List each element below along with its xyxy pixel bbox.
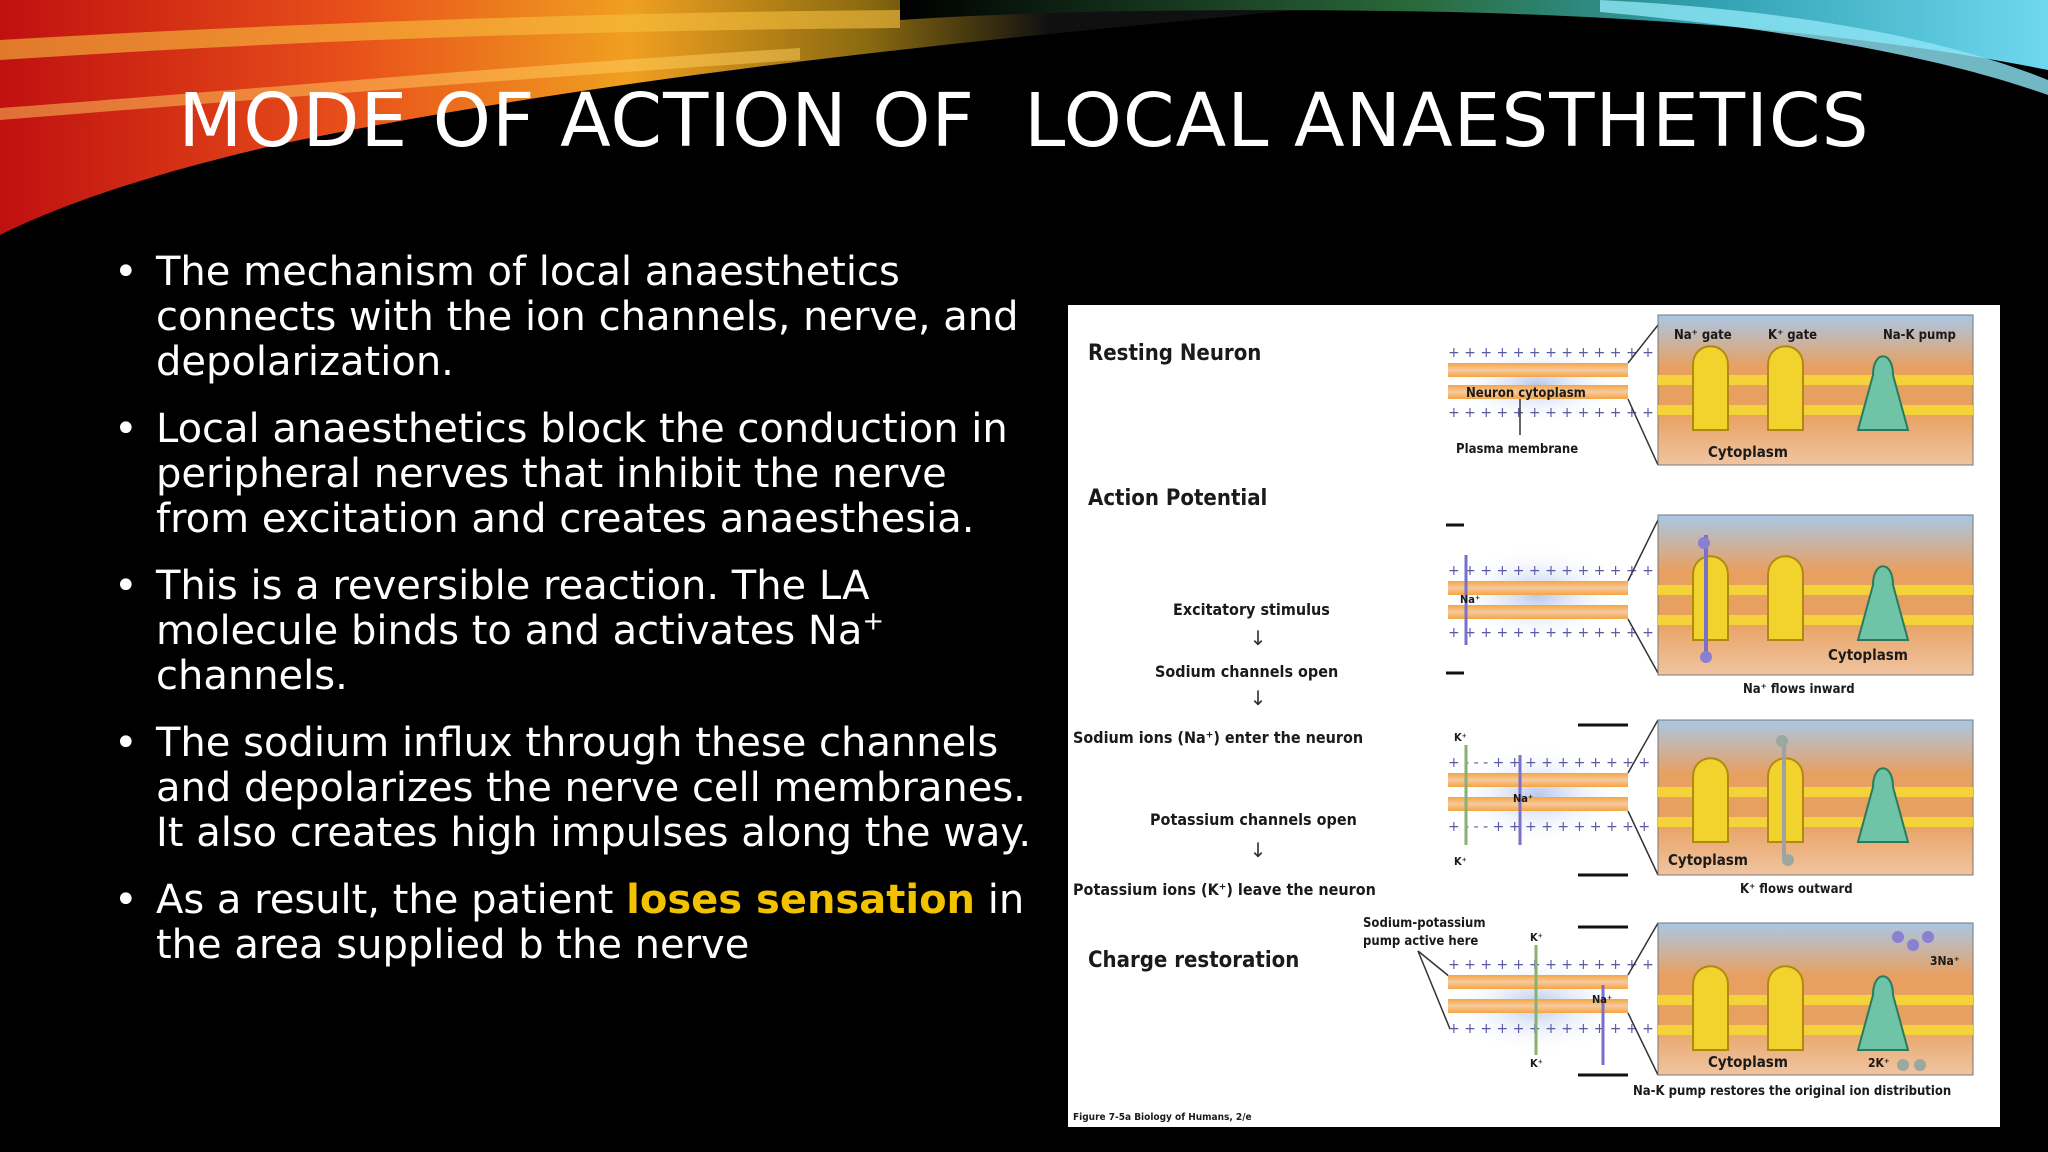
sodium-channels-open-label: Sodium channels open — [1155, 662, 1338, 681]
na-ion-label: Na⁺ — [1592, 993, 1612, 1006]
bullet-dot: • — [114, 249, 138, 295]
down-arrow-icon: ↓ — [1250, 838, 1267, 862]
bullet-item: • As a result, the patient loses sensati… — [110, 878, 1040, 968]
svg-text:+ + + + + + + + + + + + + +: + + + + + + + + + + + + + + — [1448, 957, 1670, 973]
svg-text:+ - - - + + + + + + + + + +: + - - - + + + + + + + + + + — [1448, 755, 1650, 771]
na-flows-inward-label: Na⁺ flows inward — [1743, 682, 1855, 697]
resting-neuron-label: Resting Neuron — [1088, 341, 1261, 366]
k-ion-label: K⁺ — [1454, 855, 1467, 868]
bullet-text: Local anaesthetics block the conduction … — [156, 406, 1008, 542]
k-flows-outward-label: K⁺ flows outward — [1740, 882, 1853, 897]
potassium-ions-leave-label: Potassium ions (K⁺) leave the neuron — [1073, 880, 1376, 899]
slide-title: MODE OF ACTION OF LOCAL ANAESTHETICS — [178, 78, 1870, 164]
restoration-membrane-strip: + + + + + + + + + + + + + + + + + + + + … — [1417, 925, 1670, 1077]
k-ion-label: K⁺ — [1530, 1057, 1543, 1070]
svg-text:+ - - - + + + + + + + + + +: + - - - + + + + + + + + + + — [1448, 819, 1650, 835]
neuron-diagram: Resting Neuron + + + + + + + + + + + + +… — [1073, 314, 1974, 1123]
svg-text:+ + + + + + + + + + + + + +: + + + + + + + + + + + + + + — [1448, 345, 1670, 361]
pump-active-label-line2: pump active here — [1363, 934, 1478, 949]
down-arrow-icon: ↓ — [1250, 686, 1267, 710]
two-k-label: 2K⁺ — [1868, 1056, 1890, 1070]
neuron-diagram-figure: Resting Neuron + + + + + + + + + + + + +… — [1068, 305, 2000, 1127]
resting-membrane-strip: + + + + + + + + + + + + + + + + + + + + … — [1448, 345, 1670, 435]
three-na-label: 3Na⁺ — [1930, 954, 1960, 968]
bullet-dot: • — [114, 877, 138, 923]
bullet-item: • This is a reversible reaction. The LA … — [110, 564, 1040, 699]
k-gate-label: K⁺ gate — [1768, 328, 1817, 343]
bullet-text: The mechanism of local anaesthetics conn… — [156, 249, 1019, 385]
neuron-cytoplasm-label: Neuron cytoplasm — [1466, 386, 1586, 401]
bullet-list: • The mechanism of local anaesthetics co… — [110, 250, 1040, 990]
bullet-text: As a result, the patient — [156, 877, 627, 923]
pump-active-label-line1: Sodium-potassium — [1363, 916, 1486, 931]
restoration-channel-box — [1657, 922, 1974, 1076]
bullet-item: • The sodium influx through these channe… — [110, 721, 1040, 856]
highlighted-text: loses sensation — [626, 877, 976, 923]
na-ion-label: Na⁺ — [1513, 792, 1533, 805]
bullet-dot: • — [114, 406, 138, 452]
figure-caption: Figure 7-5a Biology of Humans, 2/e — [1073, 1112, 1252, 1123]
bullet-item: • Local anaesthetics block the conductio… — [110, 407, 1040, 542]
k-ion-label: K⁺ — [1454, 731, 1467, 744]
action-membrane-strip: + + + + + + + + + + + + + + + + + + + + … — [1446, 523, 1670, 675]
action-channel-box — [1657, 514, 1974, 676]
potassium-membrane-strip: + - - - + + + + + + + + + + + - - - + + … — [1448, 723, 1650, 877]
bullet-text: This is a reversible reaction. The LA mo… — [156, 563, 870, 654]
nak-pump-label: Na-K pump — [1883, 328, 1956, 343]
resting-channel-box — [1657, 314, 1974, 466]
action-potential-label: Action Potential — [1088, 486, 1267, 511]
bullet-item: • The mechanism of local anaesthetics co… — [110, 250, 1040, 385]
sodium-ions-enter-label: Sodium ions (Na⁺) enter the neuron — [1073, 728, 1363, 747]
bullet-text: The sodium influx through these channels… — [156, 720, 1032, 856]
superscript-plus: + — [862, 606, 885, 637]
cytoplasm-label: Cytoplasm — [1708, 1053, 1788, 1071]
down-arrow-icon: ↓ — [1250, 626, 1267, 650]
potassium-channels-open-label: Potassium channels open — [1150, 810, 1357, 829]
k-ion-label: K⁺ — [1530, 931, 1543, 944]
na-gate-label: Na⁺ gate — [1674, 328, 1732, 343]
svg-text:+ + + + + + + + + + + + + +: + + + + + + + + + + + + + + — [1448, 1021, 1670, 1037]
svg-text:+ + + + + + + + + + + + + +: + + + + + + + + + + + + + + — [1448, 405, 1670, 421]
cytoplasm-label: Cytoplasm — [1708, 443, 1788, 461]
bullet-dot: • — [114, 720, 138, 766]
svg-text:+ + + + + + + + + + + + + +: + + + + + + + + + + + + + + — [1448, 563, 1670, 579]
charge-restoration-label: Charge restoration — [1088, 948, 1299, 973]
cytoplasm-label: Cytoplasm — [1668, 851, 1748, 869]
potassium-channel-box — [1657, 719, 1974, 876]
bullet-text-continued: in the area supplied b the nerve — [156, 877, 1025, 968]
cytoplasm-label: Cytoplasm — [1828, 646, 1908, 664]
bullet-dot: • — [114, 563, 138, 609]
na-ion-label: Na⁺ — [1460, 593, 1480, 606]
svg-text:+ + + + + + + + + + + + + +: + + + + + + + + + + + + + + — [1448, 625, 1670, 641]
plasma-membrane-label: Plasma membrane — [1456, 442, 1578, 457]
excitatory-stimulus-label: Excitatory stimulus — [1173, 600, 1330, 619]
decorative-swoosh — [0, 0, 2048, 235]
bullet-text-continued: channels. — [156, 653, 348, 699]
pump-restores-label: Na-K pump restores the original ion dist… — [1633, 1084, 1951, 1099]
